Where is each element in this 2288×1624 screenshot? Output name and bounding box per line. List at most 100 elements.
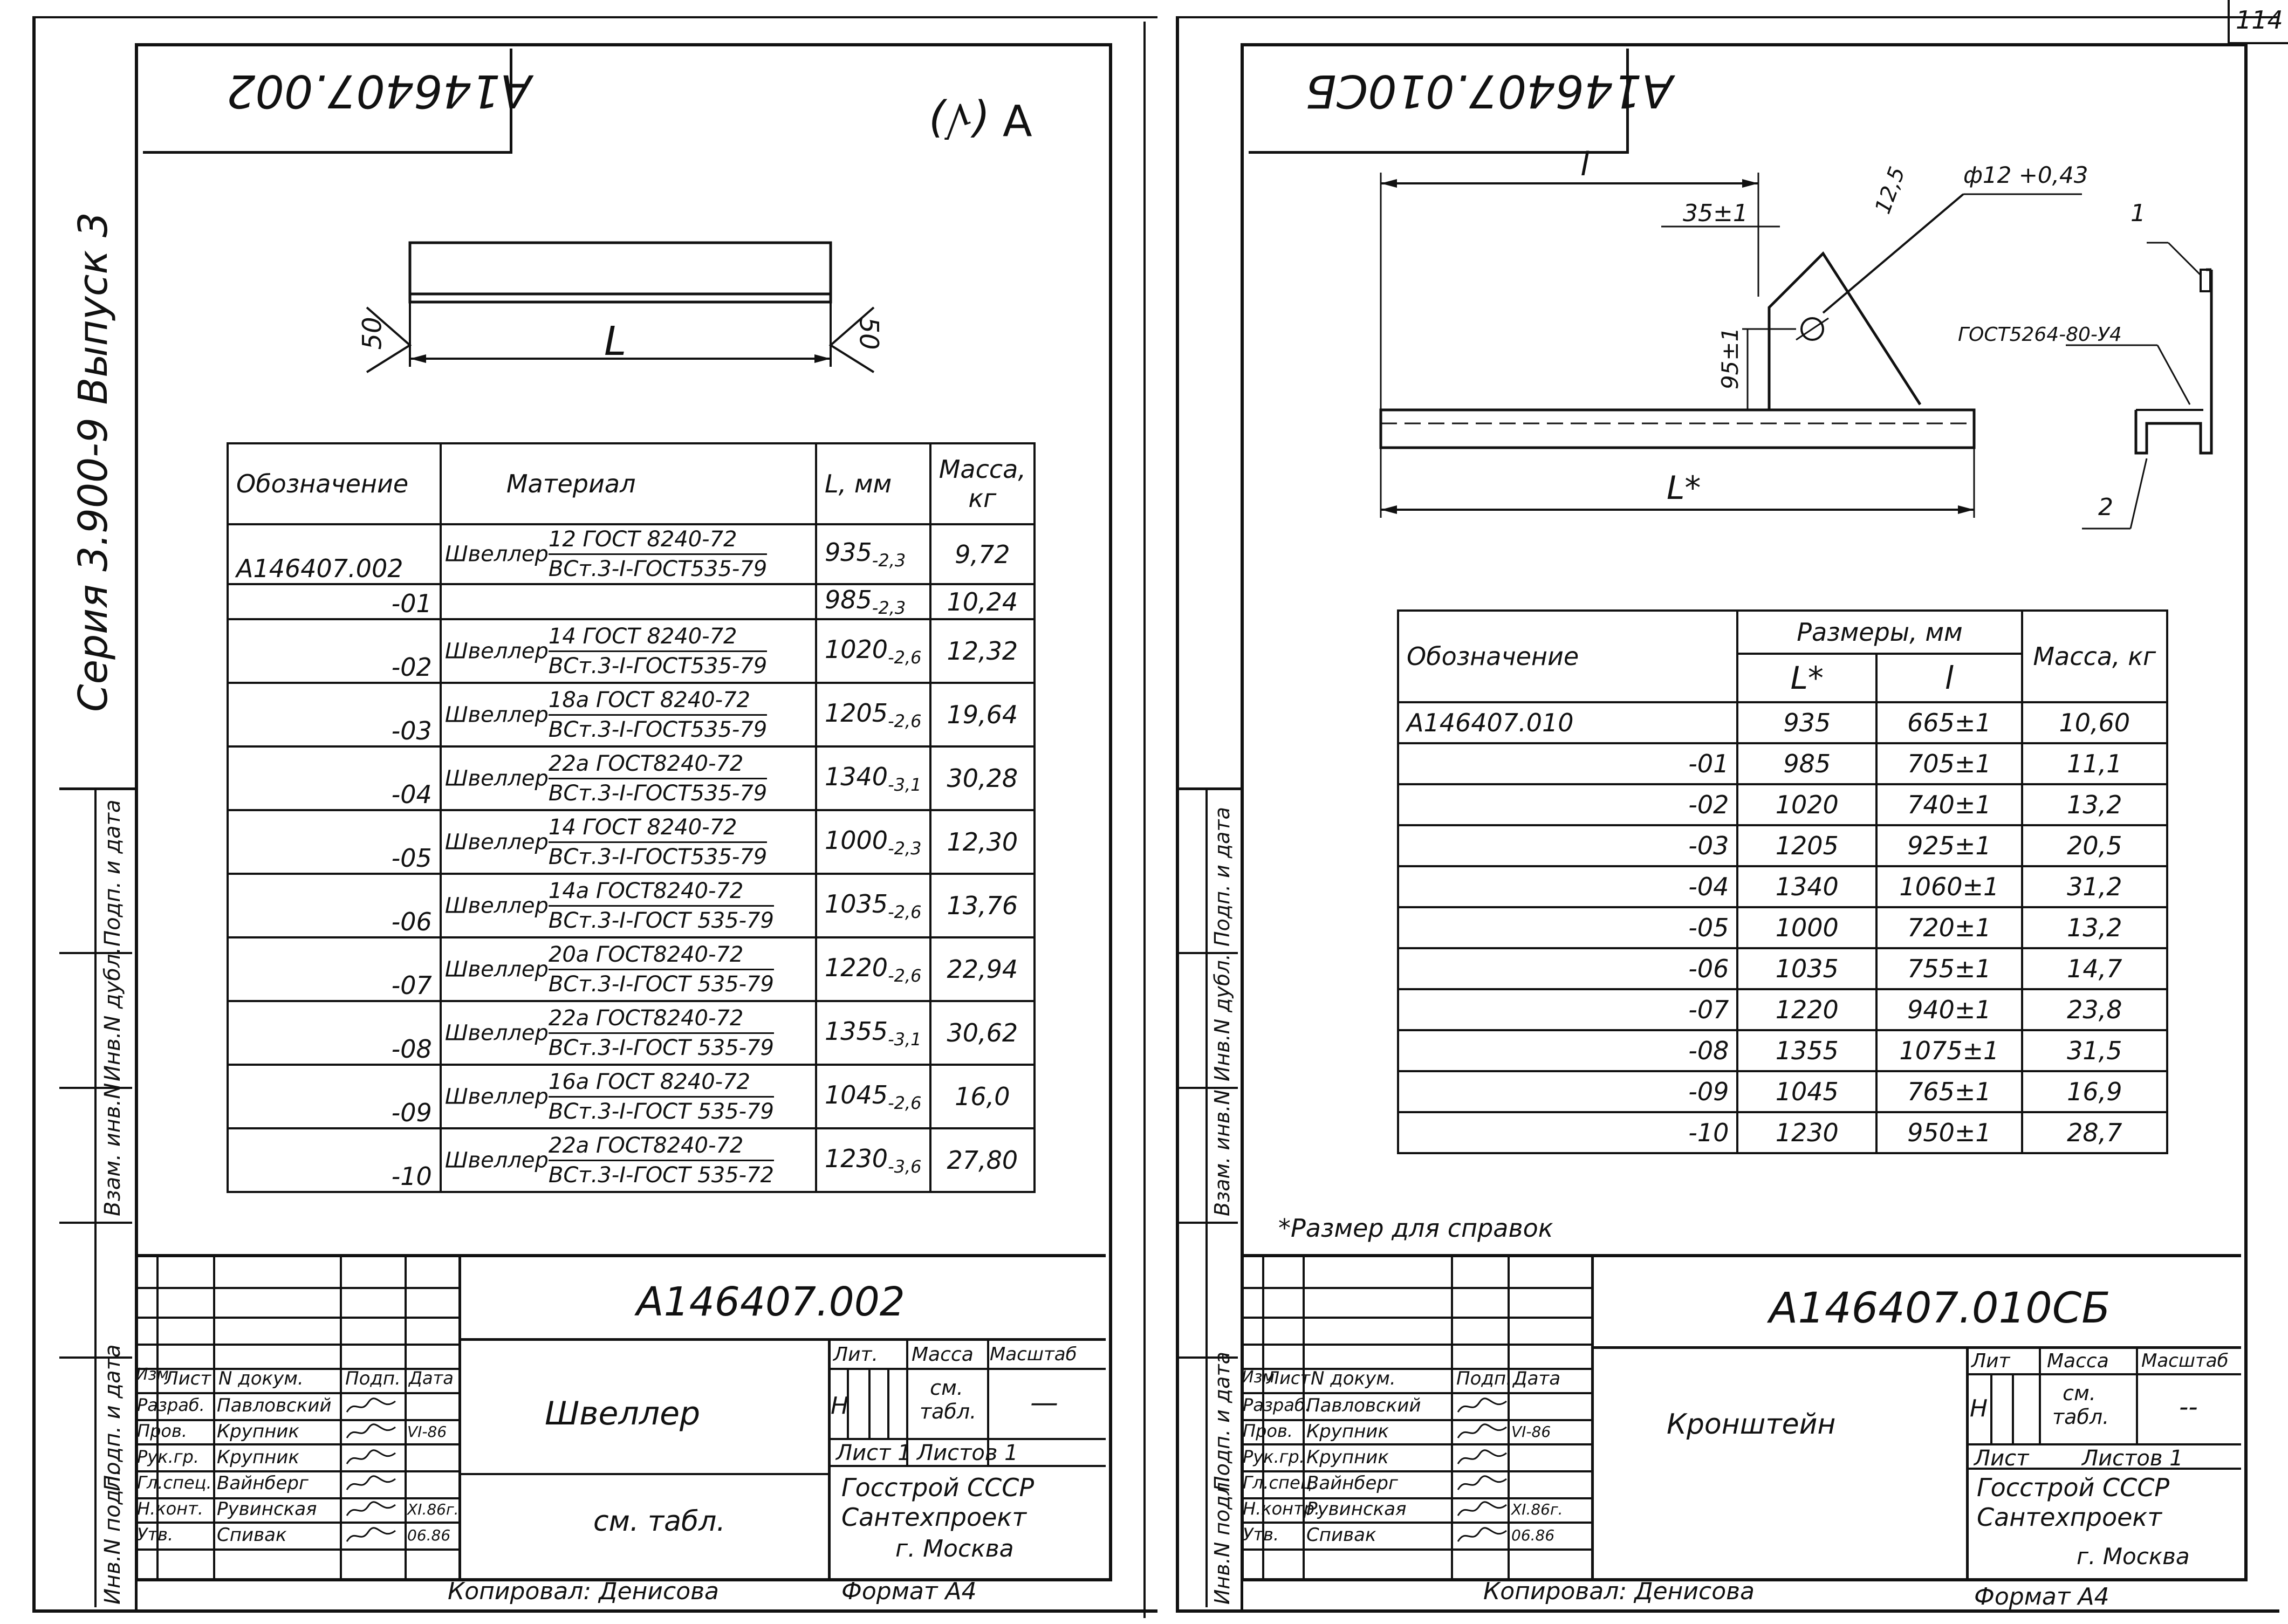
- cell-l: 1060±1: [1875, 865, 2023, 908]
- cell-l: 940±1: [1875, 988, 2023, 1031]
- material-word: Швеллер: [444, 1148, 549, 1173]
- signature: [344, 1422, 398, 1445]
- material-profile: 16а ГОСТ 8240-72: [548, 1068, 774, 1098]
- length-tolerance: -2,3: [888, 838, 922, 859]
- material-steel: ВСт.3-I-ГОСТ535-79: [548, 844, 768, 869]
- material-profile: 12 ГОСТ 8240-72: [548, 525, 768, 555]
- signature: [1455, 1499, 1509, 1523]
- cell-l: 950±1: [1875, 1111, 2023, 1154]
- signoff-name: Спивак: [217, 1524, 287, 1546]
- material-steel: ВСт.3-I-ГОСТ 535-79: [548, 971, 774, 997]
- signoff-role: Н.контр.: [1243, 1498, 1320, 1519]
- dim-35-label: 35±1: [1683, 200, 1748, 227]
- cell-l: 705±1: [1875, 742, 2023, 785]
- length-value: 1045: [824, 1080, 888, 1109]
- cell-code: -01: [227, 583, 442, 621]
- th-code: Обозначение: [227, 442, 442, 525]
- cell-mass: 23,8: [2020, 988, 2169, 1031]
- cell-mass: 13,2: [2020, 906, 2169, 949]
- col-header: Дата: [1513, 1368, 1561, 1389]
- material-word: Швеллер: [444, 639, 549, 664]
- format-label: Формат А4: [841, 1578, 977, 1605]
- cell-length: 1355-3,1: [814, 1000, 931, 1066]
- length-value: 1020: [824, 634, 888, 664]
- length-tolerance: -2,6: [888, 710, 922, 731]
- material-steel: ВСт.3-I-ГОСТ535-79: [548, 717, 768, 742]
- material-steel: ВСт.3-I-ГОСТ 535-72: [548, 1162, 774, 1188]
- side-label: Взам. инв.N: [1210, 1089, 1234, 1216]
- cell-length: 1220-2,6: [814, 936, 931, 1003]
- cell-mass: 13,2: [2020, 783, 2169, 826]
- side-label: Подп. и дата: [1210, 807, 1234, 947]
- cell-code: -02: [1396, 783, 1739, 826]
- cell-code: -03: [227, 682, 442, 748]
- page-number-box: [2228, 0, 2230, 43]
- sheets-total: Листов 1: [2082, 1446, 2183, 1471]
- cell-code: -02: [227, 618, 442, 684]
- signoff-name: Павловский: [1306, 1395, 1421, 1416]
- length-tolerance: -3,6: [888, 1156, 922, 1177]
- material-steel: ВСт.3-I-ГОСТ535-79: [548, 557, 768, 581]
- side-label: Подп. и дата: [1210, 1352, 1234, 1491]
- length-tolerance: -2,6: [888, 901, 922, 922]
- cell-code: -10: [1396, 1111, 1739, 1154]
- signoff-role: Гл.спец.: [137, 1472, 212, 1493]
- cell-l: 720±1: [1875, 906, 2023, 949]
- th-code: Обозначение: [1396, 609, 1739, 703]
- right-side-stamp: Подп. и дата Инв.N дубл. Взам. инв.N Под…: [1176, 787, 1243, 1610]
- cell-mass: 31,2: [2020, 865, 2169, 908]
- format-label: Формат А4: [1974, 1583, 2109, 1611]
- lit-value: Н: [831, 1392, 849, 1420]
- sheet-number: Лист: [1974, 1446, 2029, 1471]
- cell-code: -04: [1396, 865, 1739, 908]
- org-line-2: Сантехпроект: [841, 1503, 1027, 1532]
- org-line-3: г. Москва: [2077, 1543, 2190, 1570]
- signoff-role: Утв.: [1243, 1524, 1279, 1545]
- material-profile: 14а ГОСТ8240-72: [548, 877, 774, 907]
- cell-mass: 12,32: [929, 618, 1036, 684]
- cell-l: 765±1: [1875, 1070, 2023, 1113]
- weld-symbol-right: [828, 306, 875, 373]
- length-tolerance: -3,1: [888, 774, 922, 795]
- lit-value: Н: [1970, 1395, 1988, 1422]
- org-line-3: г. Москва: [895, 1535, 1014, 1563]
- footnote: *Размер для справок: [1278, 1214, 1553, 1243]
- right-stamp-code: А146407.010СБ: [1305, 65, 1673, 118]
- hole: [1800, 317, 1824, 341]
- th-Lstar: L*: [1736, 653, 1878, 703]
- page-number-box: [2228, 42, 2288, 44]
- cell-code: -09: [1396, 1070, 1739, 1113]
- material-profile: 22а ГОСТ8240-72: [548, 750, 768, 779]
- signature: [1455, 1448, 1509, 1471]
- channel-drawing: [366, 241, 875, 373]
- col-header: Дата: [409, 1368, 454, 1388]
- cell-mass: 10,60: [2020, 701, 2169, 744]
- lit-header: Лит.: [833, 1344, 878, 1366]
- material-word: Швеллер: [444, 702, 549, 728]
- signoff-role: Рук.гр.: [1243, 1447, 1305, 1467]
- cell-code: -10: [227, 1127, 442, 1194]
- cell-mass: 10,24: [929, 583, 1036, 621]
- title-material: см. табл.: [593, 1505, 725, 1538]
- cell-length: 1000-2,3: [814, 809, 931, 875]
- length-value: 985: [824, 585, 872, 614]
- left-side-stamp: Подп. и дата Инв.N дубл. Взам. инв.N Под…: [59, 787, 138, 1610]
- cell-mass: 19,64: [929, 682, 1036, 748]
- signoff-name: Рувинская: [1306, 1498, 1407, 1520]
- length-value: 1205: [824, 698, 888, 728]
- signoff-role: Н.конт.: [137, 1498, 203, 1519]
- cell-code: -06: [1396, 947, 1739, 990]
- cell-Lstar: 1355: [1736, 1029, 1878, 1072]
- cell-Lstar: 985: [1736, 742, 1878, 785]
